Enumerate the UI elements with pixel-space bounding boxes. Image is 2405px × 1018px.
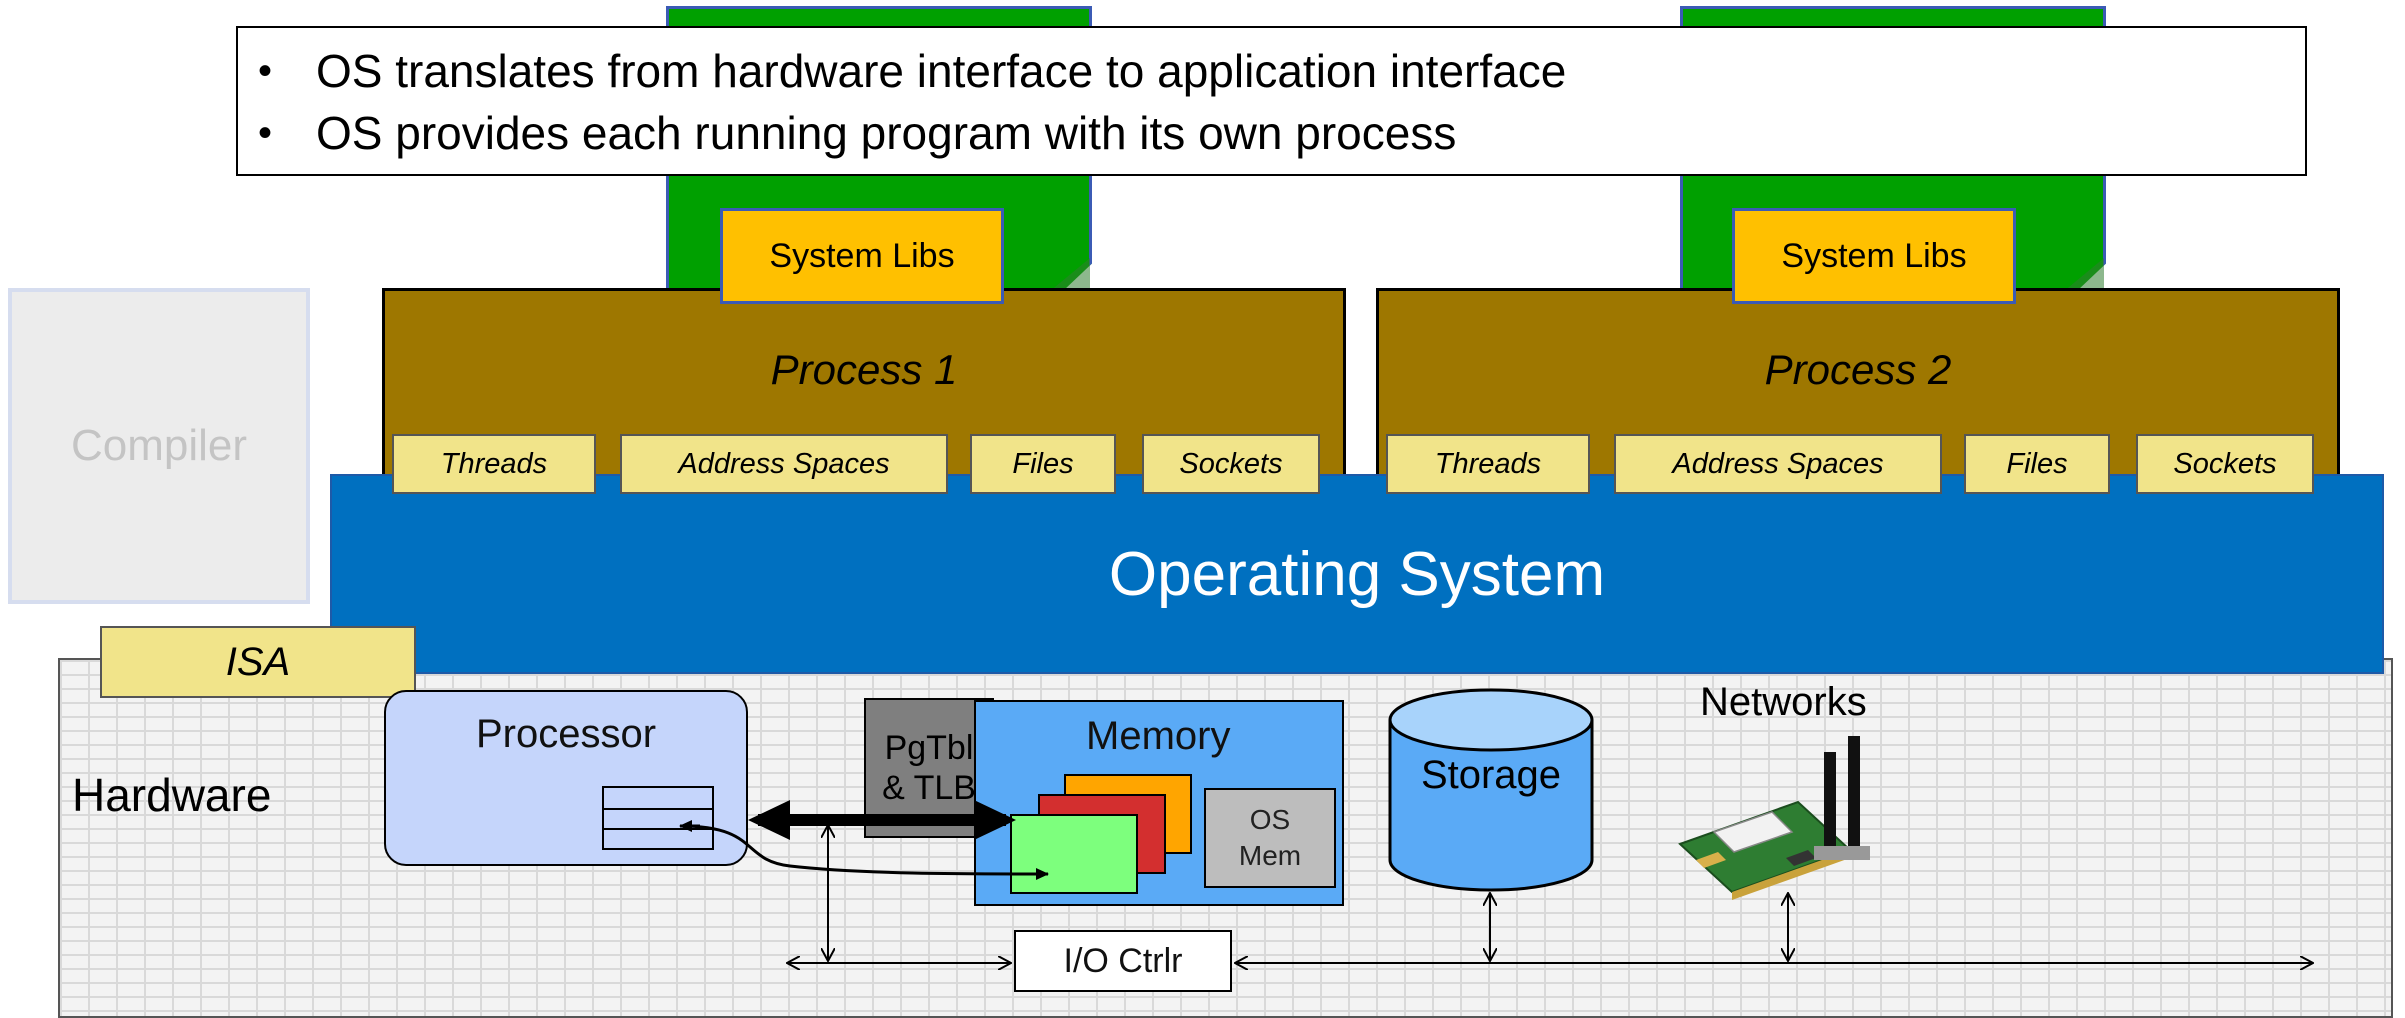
- bullet-text: OS provides each running program with it…: [316, 107, 1457, 159]
- storage-label: Storage: [1420, 752, 1562, 797]
- process-2-tag-threads: Threads: [1386, 434, 1590, 494]
- process-2-tag-sockets: Sockets: [2136, 434, 2314, 494]
- os-mem-label-line-1: OS: [1249, 804, 1291, 835]
- network-card-icon: [1678, 736, 1870, 900]
- process-2-title: Process 2: [1764, 346, 1952, 393]
- bullet-dot-icon: •: [258, 48, 273, 93]
- process-1-tag-address-spaces: Address Spaces: [620, 434, 948, 494]
- process-1-tag-files: Files: [970, 434, 1116, 494]
- bullet-dot-icon: •: [258, 110, 273, 155]
- os-mem-label-line-2: Mem: [1238, 840, 1302, 871]
- memory-page-green: [1010, 814, 1138, 894]
- pgtbl-label-line-2: & TLB: [882, 769, 976, 807]
- process-2-tag-files: Files: [1964, 434, 2110, 494]
- memory-label: Memory: [1086, 714, 1231, 758]
- bullet-item: • OS provides each running program with …: [258, 102, 2305, 164]
- bullet-box: • OS translates from hardware interface …: [236, 26, 2307, 176]
- processor-box: Processor: [384, 690, 748, 866]
- isa-box: ISA: [100, 626, 416, 698]
- process-1-tag-threads: Threads: [392, 434, 596, 494]
- register-icon: [602, 786, 714, 850]
- bullet-text: OS translates from hardware interface to…: [316, 45, 1567, 97]
- isa-label: ISA: [225, 639, 291, 684]
- operating-system-layer: Operating System: [330, 474, 2384, 674]
- process-1-title: Process 1: [770, 346, 958, 393]
- memory-box: Memory OS Mem: [974, 700, 1344, 906]
- process-2-system-libs: System Libs: [1732, 208, 2016, 304]
- process-2-tag-address-spaces: Address Spaces: [1614, 434, 1942, 494]
- compiler-label: Compiler: [70, 421, 248, 470]
- process-1-system-libs: System Libs: [720, 208, 1004, 304]
- os-memory-box: OS Mem: [1204, 788, 1336, 888]
- networks-label: Networks: [1700, 680, 1867, 724]
- pgtbl-label-line-1: PgTbl: [884, 729, 974, 767]
- processor-label: Processor: [475, 712, 657, 756]
- storage-cylinder-icon: [1388, 688, 1594, 892]
- hardware-label: Hardware: [72, 769, 272, 821]
- compiler-box: Compiler: [8, 288, 310, 604]
- io-controller-box: I/O Ctrlr: [1014, 930, 1232, 992]
- bullet-item: • OS translates from hardware interface …: [258, 40, 2305, 102]
- operating-system-label: Operating System: [1108, 539, 1606, 609]
- io-controller-label: I/O Ctrlr: [1063, 941, 1183, 980]
- process-1-tag-sockets: Sockets: [1142, 434, 1320, 494]
